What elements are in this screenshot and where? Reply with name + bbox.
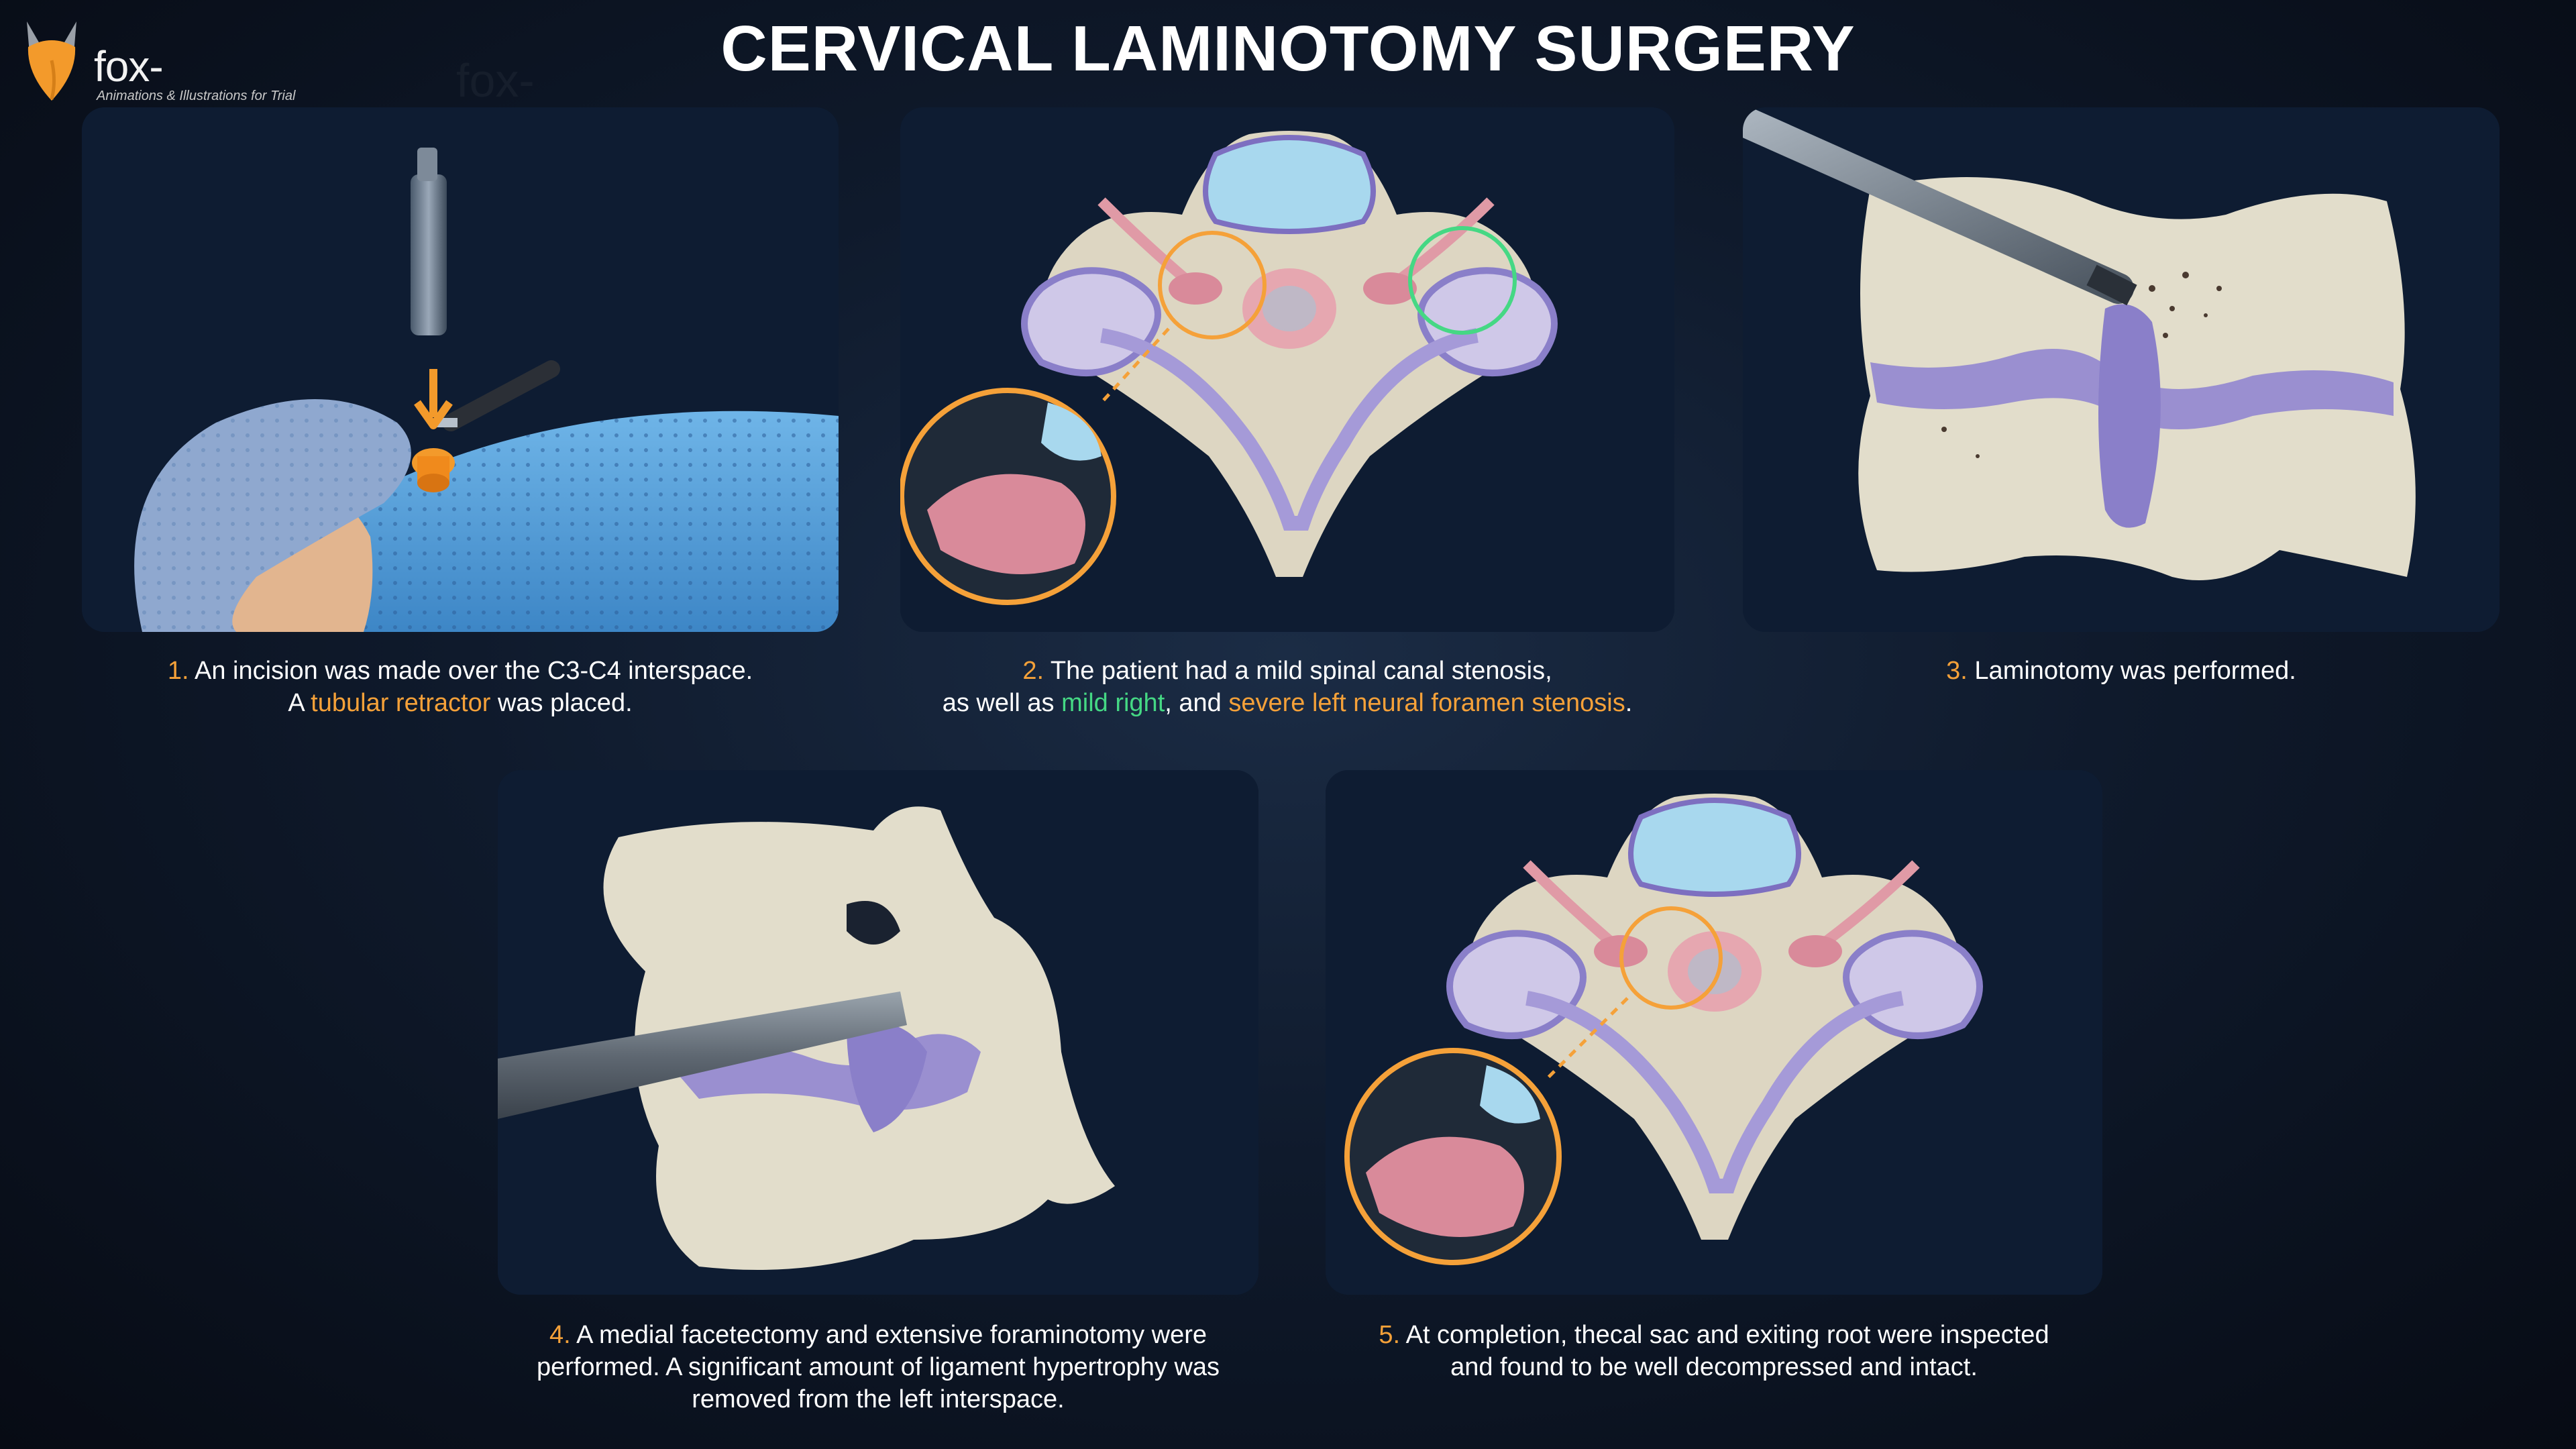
step-1-line-1: An incision was made over the C3-C4 inte… [194, 657, 753, 685]
axial-vertebra-decompressed-illustration [1326, 770, 2102, 1295]
step-5-number: 5. [1379, 1321, 1401, 1349]
mild-right-highlight: mild right [1061, 689, 1165, 717]
patient-incision-illustration [82, 107, 839, 632]
step-4-text: A medial facetectomy and extensive foram… [536, 1321, 1220, 1413]
step-1-caption: 1. An incision was made over the C3-C4 i… [82, 655, 839, 719]
step-1-line-2-prefix: A [288, 689, 311, 717]
panel-2-image [900, 107, 1674, 632]
step-3-number: 3. [1946, 657, 1968, 685]
step-2-number: 2. [1022, 657, 1044, 685]
fox-logo-icon [27, 21, 76, 101]
laminotomy-drill-illustration [1743, 107, 2500, 632]
panel-5-image [1326, 770, 2102, 1295]
step-3-caption: 3. Laminotomy was performed. [1743, 655, 2500, 687]
step-1-line-2-suffix: was placed. [490, 689, 633, 717]
severe-left-highlight: severe left neural foramen stenosis [1228, 689, 1625, 717]
facetectomy-illustration [498, 770, 1258, 1295]
step-5-text: At completion, thecal sac and exiting ro… [1405, 1321, 2049, 1381]
step-5-caption: 5. At completion, thecal sac and exiting… [1355, 1319, 2073, 1383]
step-4-number: 4. [549, 1321, 571, 1349]
panel-4-image [498, 770, 1258, 1295]
step-2-line-2-prefix: as well as [942, 689, 1062, 717]
tubular-retractor-highlight: tubular retractor [311, 689, 491, 717]
brand-tagline: Animations & Illustrations for Trial [97, 89, 296, 103]
step-2-line-1: The patient had a mild spinal canal sten… [1050, 657, 1552, 685]
panel-3-image [1743, 107, 2500, 632]
axial-vertebra-stenosis-illustration [900, 107, 1674, 632]
step-2-line-2-suffix: . [1625, 689, 1633, 717]
step-1-number: 1. [167, 657, 189, 685]
panel-1-image [82, 107, 839, 632]
step-2-line-2-middle: , and [1165, 689, 1229, 717]
step-3-text: Laminotomy was performed. [1974, 657, 2296, 685]
step-2-caption: 2. The patient had a mild spinal canal s… [900, 655, 1674, 719]
page-title: CERVICAL LAMINOTOMY SURGERY [720, 13, 1856, 85]
step-4-caption: 4. A medial facetectomy and extensive fo… [518, 1319, 1238, 1415]
